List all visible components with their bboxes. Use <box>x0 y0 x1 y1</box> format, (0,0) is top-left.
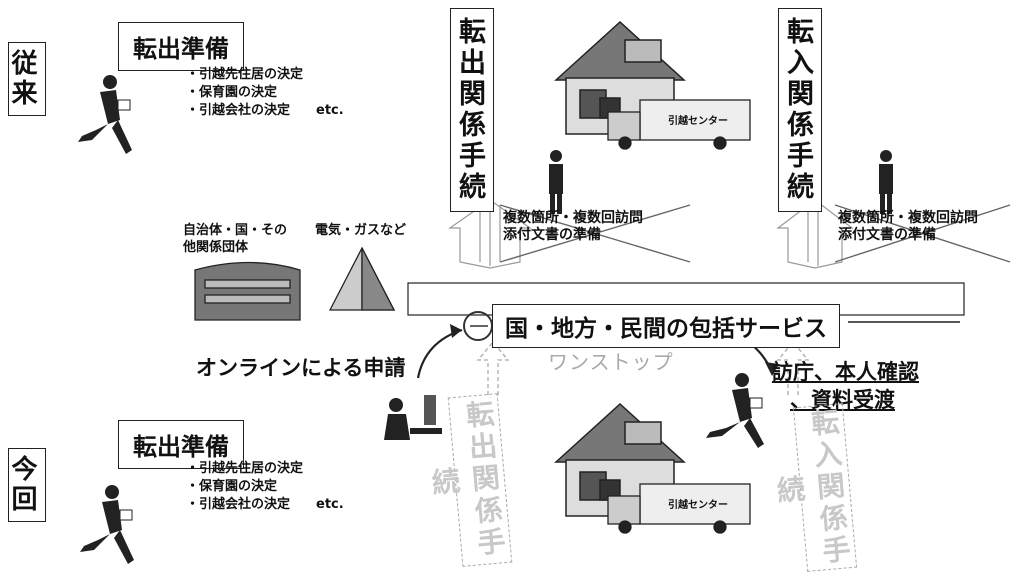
etc-label: etc. <box>316 497 344 512</box>
etc-label: etc. <box>316 103 344 118</box>
government-label: 自治体・国・その他関係団体 <box>183 223 288 255</box>
burden-text-move-in: 複数箇所・複数回訪問 添付文書の準備 <box>838 210 978 243</box>
prep-item: ・引越先住居の決定 <box>186 461 304 476</box>
truck-label: 引越センター <box>668 116 728 127</box>
running-person-icon <box>706 373 764 448</box>
era-label-now: 今回 <box>7 448 46 522</box>
staff-person-icon <box>549 150 563 214</box>
running-person-icon <box>80 485 134 564</box>
truck-label: 引越センター <box>668 500 728 511</box>
prep-title-conventional: 転出準備 <box>118 22 244 71</box>
online-arrow <box>416 328 463 379</box>
move-in-procedures-box: 転入関係手続 <box>778 8 822 212</box>
prep-item: ・保育園の決定 <box>186 479 278 494</box>
prep-item: ・引越先住居の決定 <box>186 67 304 82</box>
computer-user-icon <box>384 395 442 440</box>
utilities-label: 電気・ガスなど <box>315 223 407 238</box>
prep-title-now: 転出準備 <box>118 420 244 469</box>
double-arrow-icon <box>776 199 854 269</box>
running-person-icon <box>78 75 132 154</box>
onestop-label: ワンストップ <box>548 350 674 374</box>
truck-icon <box>607 483 751 534</box>
utility-tower-icon <box>328 246 396 311</box>
staff-person-icon <box>879 150 893 214</box>
cross-out-mark <box>499 204 1011 263</box>
government-building-icon <box>194 261 301 321</box>
visit-verification-label: 訪庁、本人確認 、資料受渡 <box>772 360 919 412</box>
comprehensive-service-box: 国・地方・民間の包括サービス <box>492 304 840 348</box>
online-application-label: オンラインによる申請 <box>196 356 406 380</box>
truck-icon <box>607 99 751 150</box>
era-label-conventional: 従来 <box>7 42 46 116</box>
double-arrow-icon <box>448 199 532 269</box>
move-out-procedures-box: 転出関係手続 <box>450 8 494 212</box>
prep-item: ・保育園の決定 <box>186 85 278 100</box>
burden-text-move-out: 複数箇所・複数回訪問 添付文書の準備 <box>503 210 643 243</box>
